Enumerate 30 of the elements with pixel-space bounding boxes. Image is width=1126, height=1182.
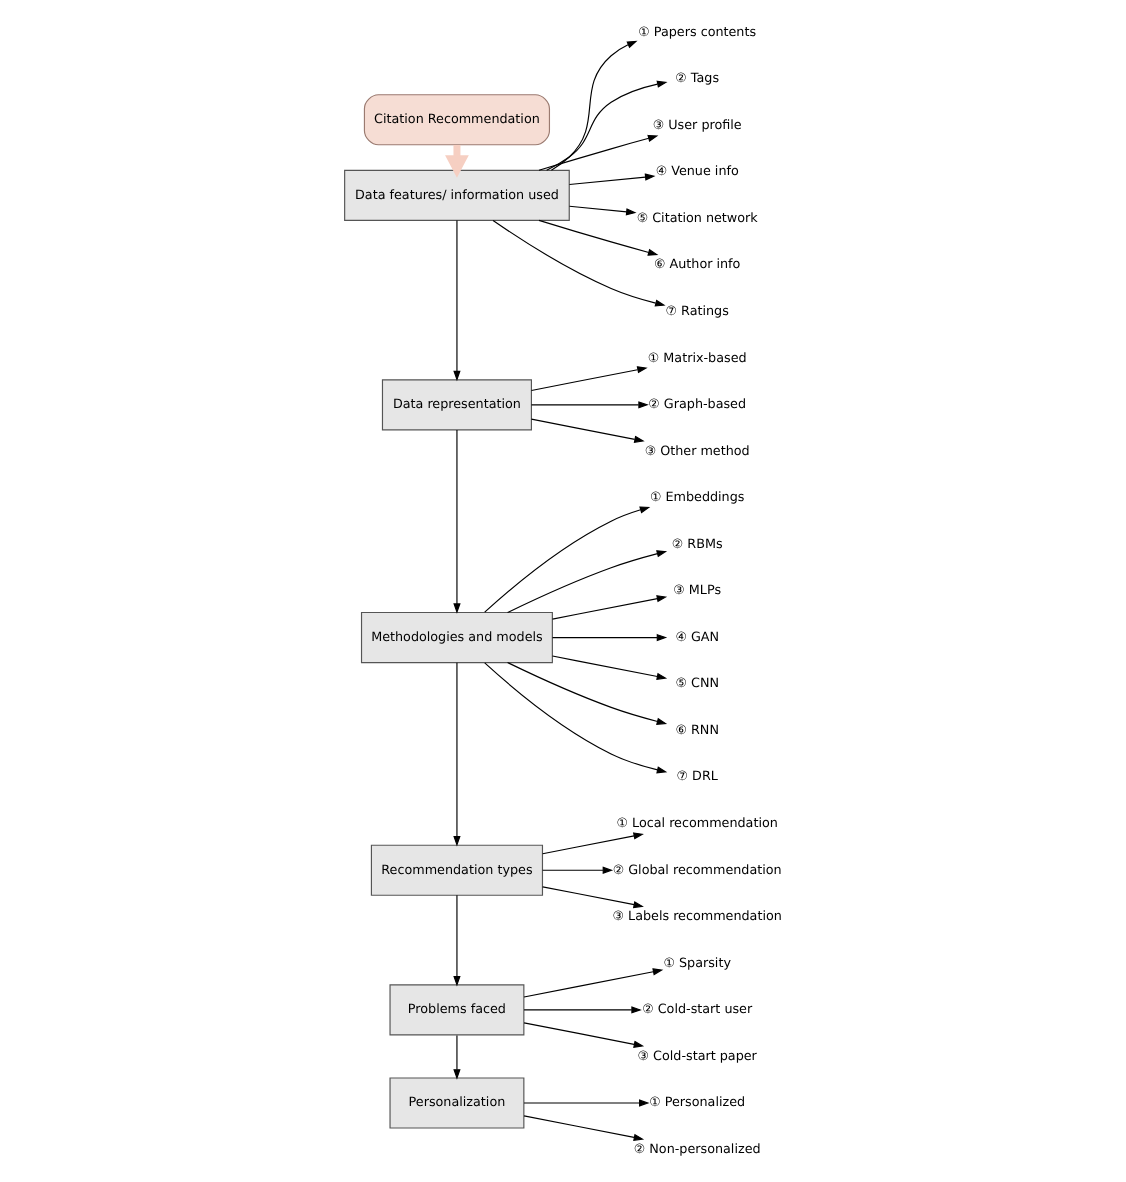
arrow: [567, 173, 655, 186]
arrow: [522, 1006, 641, 1014]
arrow: [522, 968, 663, 998]
arrow: [522, 1115, 644, 1141]
arrow: [529, 418, 644, 443]
arrow: [545, 80, 667, 171]
arrow: [549, 40, 637, 171]
arrow: [541, 886, 643, 909]
arrow: [522, 1022, 644, 1048]
arrow: [491, 219, 665, 307]
arrow: [537, 134, 658, 171]
arrow: [550, 655, 667, 681]
arrow: [541, 866, 613, 874]
arrow: [506, 550, 667, 614]
arrow: [522, 1099, 649, 1107]
arrow: [550, 595, 667, 620]
arrow: [529, 401, 648, 409]
arrow: [550, 633, 667, 642]
arrow: [452, 429, 460, 614]
arrow: [452, 1034, 460, 1080]
arrow: [506, 661, 667, 725]
arrow: [529, 366, 647, 392]
arrow: [452, 894, 460, 987]
arrow: [452, 219, 460, 382]
arrow: [483, 506, 650, 613]
arrow: [541, 832, 643, 855]
arrow: [537, 219, 658, 256]
arrow: [567, 205, 636, 216]
arrow: [483, 662, 667, 774]
arrow: [452, 662, 460, 847]
